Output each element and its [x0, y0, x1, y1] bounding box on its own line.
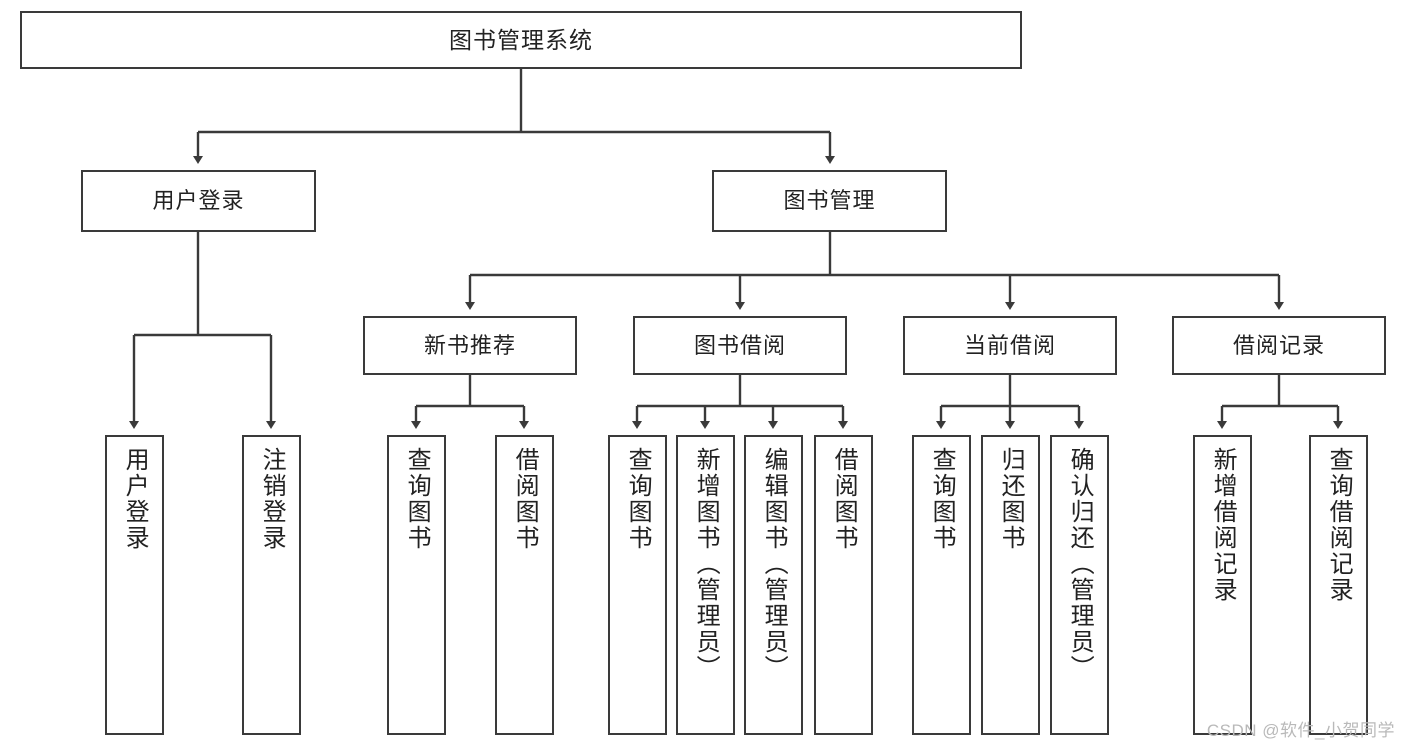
node-label: 注销登录: [258, 447, 286, 551]
node-label: 借阅图书: [830, 447, 858, 551]
watermark: CSDN @软件_小贺同学: [1206, 721, 1395, 740]
leaf-borrow-edit-book[interactable]: 编辑图书（管理员）: [744, 435, 803, 735]
node-label: 借阅记录: [1232, 332, 1325, 358]
node-book-management[interactable]: 图书管理: [712, 170, 947, 232]
leaf-current-confirm-return[interactable]: 确认归还（管理员）: [1050, 435, 1109, 735]
leaf-current-query-book[interactable]: 查询图书: [912, 435, 971, 735]
node-label: 用户登录: [152, 188, 245, 214]
node-borrow-record[interactable]: 借阅记录: [1172, 316, 1386, 375]
leaf-borrow-query-book[interactable]: 查询图书: [608, 435, 667, 735]
node-book-borrow[interactable]: 图书借阅: [633, 316, 847, 375]
leaf-user-logout[interactable]: 注销登录: [242, 435, 301, 735]
leaf-new-book-borrow[interactable]: 借阅图书: [495, 435, 554, 735]
node-new-book-recommend[interactable]: 新书推荐: [363, 316, 577, 375]
node-label: 查询图书: [403, 447, 431, 551]
node-label: 确认归还（管理员）: [1066, 447, 1094, 681]
leaf-record-add[interactable]: 新增借阅记录: [1193, 435, 1252, 735]
leaf-record-query[interactable]: 查询借阅记录: [1309, 435, 1368, 735]
node-label: 编辑图书（管理员）: [760, 447, 788, 681]
leaf-borrow-add-book[interactable]: 新增图书（管理员）: [676, 435, 735, 735]
leaf-current-return-book[interactable]: 归还图书: [981, 435, 1040, 735]
node-label: 用户登录: [121, 447, 149, 551]
leaf-user-login[interactable]: 用户登录: [105, 435, 164, 735]
node-label: 新增借阅记录: [1209, 447, 1237, 603]
node-root-system[interactable]: 图书管理系统: [20, 11, 1022, 69]
node-label: 图书借阅: [693, 332, 786, 358]
node-user-login[interactable]: 用户登录: [81, 170, 316, 232]
leaf-new-book-query[interactable]: 查询图书: [387, 435, 446, 735]
node-label: 借阅图书: [511, 447, 539, 551]
node-label: 查询图书: [928, 447, 956, 551]
node-label: 图书管理系统: [449, 26, 593, 53]
leaf-borrow-borrow-book[interactable]: 借阅图书: [814, 435, 873, 735]
node-label: 归还图书: [997, 447, 1025, 551]
node-label: 查询图书: [624, 447, 652, 551]
node-label: 当前借阅: [963, 332, 1056, 358]
node-current-borrow[interactable]: 当前借阅: [903, 316, 1117, 375]
node-label: 新书推荐: [423, 332, 516, 358]
node-label: 图书管理: [783, 188, 876, 214]
node-label: 新增图书（管理员）: [692, 447, 720, 681]
node-label: 查询借阅记录: [1325, 447, 1353, 603]
